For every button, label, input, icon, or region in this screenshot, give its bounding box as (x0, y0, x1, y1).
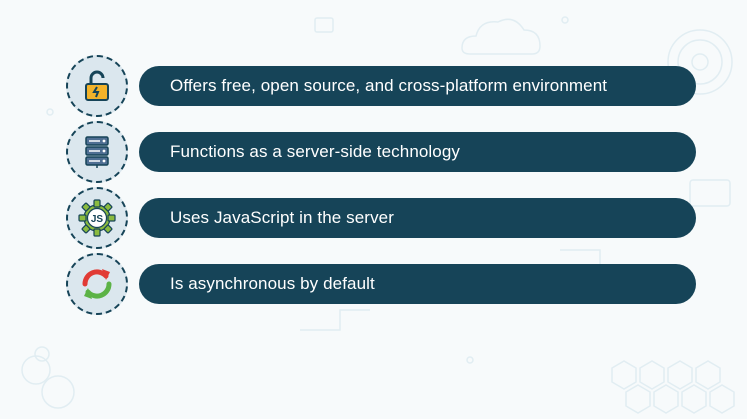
feature-badge: JS (66, 187, 128, 249)
feature-row-open-source: Offers free, open source, and cross-plat… (66, 55, 696, 117)
feature-pill: Uses JavaScript in the server (139, 198, 696, 238)
feature-badge (66, 253, 128, 315)
feature-label: Uses JavaScript in the server (170, 208, 394, 227)
feature-pill: Offers free, open source, and cross-plat… (139, 66, 696, 106)
feature-label: Offers free, open source, and cross-plat… (170, 76, 608, 95)
server-rack-icon (85, 136, 109, 168)
javascript-gear-icon: JS (78, 199, 116, 237)
feature-label: Functions as a server-side technology (170, 142, 461, 161)
feature-row-javascript: JS Uses JavaScript in the server (66, 187, 696, 249)
feature-row-asynchronous: Is asynchronous by default (66, 253, 696, 315)
feature-pill: Is asynchronous by default (139, 264, 696, 304)
feature-pill: Functions as a server-side technology (139, 132, 696, 172)
sync-arrows-icon (82, 269, 112, 299)
js-icon-text: JS (91, 214, 104, 225)
feature-badge (66, 55, 128, 117)
feature-badge (66, 121, 128, 183)
feature-label: Is asynchronous by default (170, 274, 375, 293)
unlocked-padlock-icon (85, 70, 109, 101)
feature-row-server-side: Functions as a server-side technology (66, 121, 696, 183)
